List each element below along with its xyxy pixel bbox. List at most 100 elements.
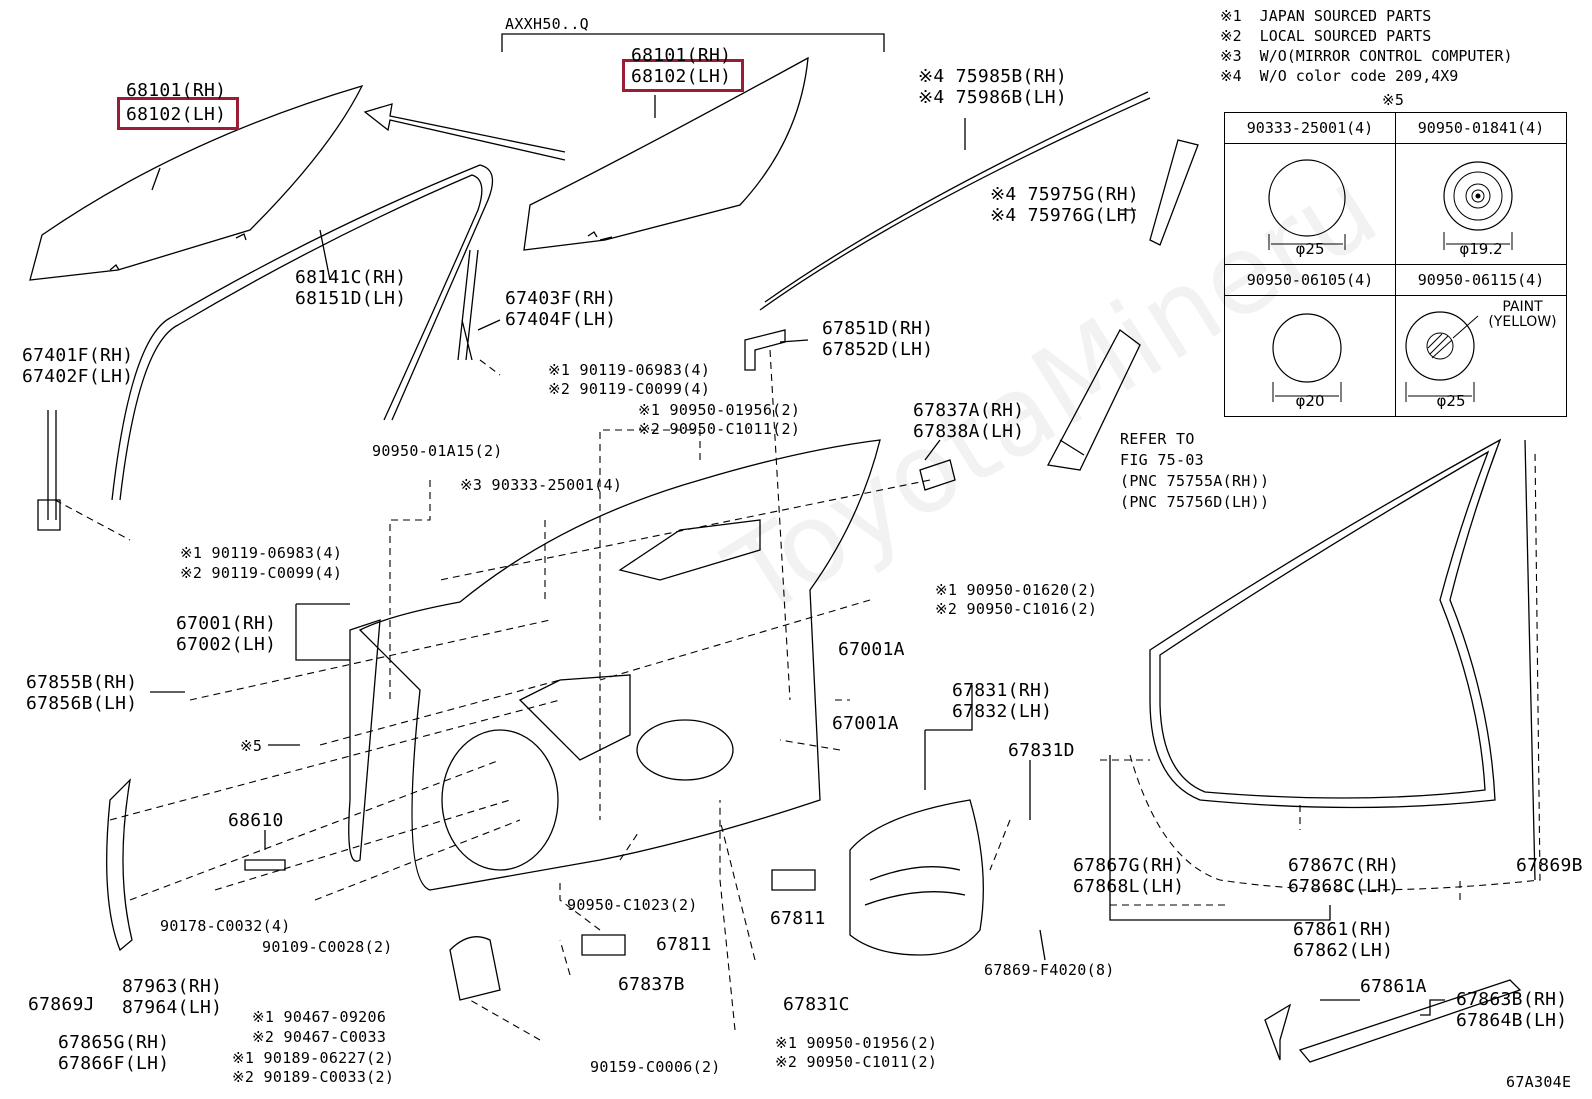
part-label[interactable]: 68151D(LH) [295, 288, 407, 309]
fastener-part-4[interactable]: 90950-06115(4) [1395, 264, 1567, 296]
service-hole-cover [849, 799, 984, 956]
part-label[interactable]: 67865G(RH) [58, 1032, 170, 1053]
part-label[interactable]: 67001(RH) [176, 613, 277, 634]
direction-arrow [363, 103, 566, 161]
part-label[interactable]: 67862(LH) [1293, 940, 1394, 961]
part-label[interactable]: ※4 75976G(LH) [990, 205, 1140, 226]
part-label[interactable]: ※3 90333-25001(4) [460, 476, 623, 494]
part-label[interactable]: 87964(LH) [122, 997, 223, 1018]
part-label[interactable]: 68141C(RH) [295, 267, 407, 288]
part-label[interactable]: 67403F(RH) [505, 288, 617, 309]
reference-note[interactable]: (PNC 75755A(RH)) [1120, 472, 1270, 490]
part-label[interactable]: ※4 75985B(RH) [918, 66, 1068, 87]
part-label[interactable]: ※1 90467-09206 [252, 1008, 387, 1026]
pad [581, 934, 626, 956]
part-label[interactable]: 67831D [1008, 740, 1075, 761]
highlight-box-center [622, 59, 744, 92]
part-label[interactable]: 67868C(LH) [1288, 876, 1400, 897]
part-label[interactable]: 90178-C0032(4) [160, 917, 291, 935]
front-lower-channel [37, 410, 61, 531]
part-label[interactable]: ※4 75986B(LH) [918, 87, 1068, 108]
note-3: ※3 W/O(MIRROR CONTROL COMPUTER) [1220, 47, 1513, 65]
reference-note[interactable]: (PNC 75756D(LH)) [1120, 493, 1270, 511]
belt-moulding [759, 91, 1151, 311]
part-label[interactable]: 67401F(RH) [22, 345, 134, 366]
part-label[interactable]: 90950-01A15(2) [372, 442, 503, 460]
part-label[interactable]: ※1 90189-06227(2) [232, 1049, 395, 1067]
part-label[interactable]: 90109-C0028(2) [262, 938, 393, 956]
notes-legend: ※1 JAPAN SOURCED PARTS ※2 LOCAL SOURCED … [1220, 6, 1513, 86]
part-label[interactable]: 67837A(RH) [913, 400, 1025, 421]
speaker-opening [441, 729, 559, 871]
part-label[interactable]: 67863B(RH) [1456, 989, 1568, 1010]
part-label[interactable]: 90950-C1023(2) [567, 896, 698, 914]
part-label[interactable]: 67002(LH) [176, 634, 277, 655]
fastener-image-1: φ25 [1224, 143, 1396, 265]
part-label-highlighted[interactable]: 68102(LH) [126, 104, 227, 125]
part-label[interactable]: 67852D(LH) [822, 339, 934, 360]
part-label[interactable]: ※5 [240, 737, 263, 755]
part-label[interactable]: ※2 90119-C0099(4) [548, 380, 711, 398]
part-label[interactable]: ※1 90950-01956(2) [775, 1034, 938, 1052]
frame-garnish [1149, 139, 1199, 246]
part-label[interactable]: 67861A [1360, 976, 1427, 997]
part-label[interactable]: 67837B [618, 974, 685, 995]
part-label[interactable]: 67866F(LH) [58, 1053, 170, 1074]
door-shell [358, 439, 881, 891]
part-label[interactable]: 67838A(LH) [913, 421, 1025, 442]
part-label[interactable]: 68101(RH) [631, 45, 732, 66]
part-label[interactable]: 67869B [1516, 855, 1583, 876]
part-label[interactable]: 67851D(RH) [822, 318, 934, 339]
part-label[interactable]: ※1 90950-01956(2) [638, 401, 801, 419]
part-label[interactable]: 67832(LH) [952, 701, 1053, 722]
part-label[interactable]: 67404F(LH) [505, 309, 617, 330]
part-label[interactable]: 67001A [832, 713, 899, 734]
part-label[interactable]: 90159-C0006(2) [590, 1058, 721, 1076]
fastener-image-4: PAINT (YELLOW) φ25 [1395, 295, 1567, 417]
model-code: AXXH50..Q [505, 15, 589, 33]
part-label[interactable]: ※2 90467-C0033 [252, 1028, 387, 1046]
part-label[interactable]: 67856B(LH) [26, 693, 138, 714]
part-label[interactable]: 67864B(LH) [1456, 1010, 1568, 1031]
lower-weatherstrip [1264, 979, 1522, 1063]
fastener-size-2: φ19.2 [1459, 240, 1503, 258]
door-glass-left [29, 84, 364, 281]
speaker [449, 936, 501, 1001]
part-label[interactable]: ※2 90119-C0099(4) [180, 564, 343, 582]
part-label[interactable]: ※1 90119-06983(4) [180, 544, 343, 562]
part-label[interactable]: ※4 75975G(RH) [990, 184, 1140, 205]
part-label-highlighted[interactable]: 68102(LH) [631, 66, 732, 87]
fastener-part-3[interactable]: 90950-06105(4) [1224, 264, 1396, 296]
part-label[interactable]: 68101(RH) [126, 80, 227, 101]
part-label[interactable]: ※2 90950-C1011(2) [775, 1053, 938, 1071]
part-label[interactable]: ※1 90119-06983(4) [548, 361, 711, 379]
paint-note: PAINT (YELLOW) [1488, 299, 1557, 330]
note-2: ※2 LOCAL SOURCED PARTS [1220, 27, 1432, 45]
part-label[interactable]: 67831C [783, 994, 850, 1015]
reference-note: FIG 75-03 [1120, 451, 1204, 469]
part-label[interactable]: ※2 90950-C1016(2) [935, 600, 1098, 618]
part-label[interactable]: 67855B(RH) [26, 672, 138, 693]
part-label[interactable]: 68610 [228, 810, 284, 831]
fastener-size-3: φ20 [1295, 392, 1325, 410]
part-label[interactable]: 67869-F4020(8) [984, 961, 1115, 979]
door-weatherstrip [1149, 438, 1502, 809]
part-label[interactable]: ※2 90189-C0033(2) [232, 1068, 395, 1086]
part-label[interactable]: 67867G(RH) [1073, 855, 1185, 876]
part-label[interactable]: 67869J [28, 994, 95, 1015]
part-label[interactable]: 67831(RH) [952, 680, 1053, 701]
part-label[interactable]: 67001A [838, 639, 905, 660]
part-label[interactable]: 87963(RH) [122, 976, 223, 997]
part-label[interactable]: 67861(RH) [1293, 919, 1394, 940]
part-label[interactable]: 67811 [770, 908, 826, 929]
part-label[interactable]: 67867C(RH) [1288, 855, 1400, 876]
reference-note: REFER TO [1120, 430, 1195, 448]
fastener-part-2[interactable]: 90950-01841(4) [1395, 112, 1567, 144]
part-label[interactable]: ※2 90950-C1011(2) [638, 420, 801, 438]
fastener-part-1[interactable]: 90333-25001(4) [1224, 112, 1396, 144]
part-label[interactable]: 67811 [656, 934, 712, 955]
part-label[interactable]: ※1 90950-01620(2) [935, 581, 1098, 599]
part-label[interactable]: 67868L(LH) [1073, 876, 1185, 897]
part-label[interactable]: 67402F(LH) [22, 366, 134, 387]
